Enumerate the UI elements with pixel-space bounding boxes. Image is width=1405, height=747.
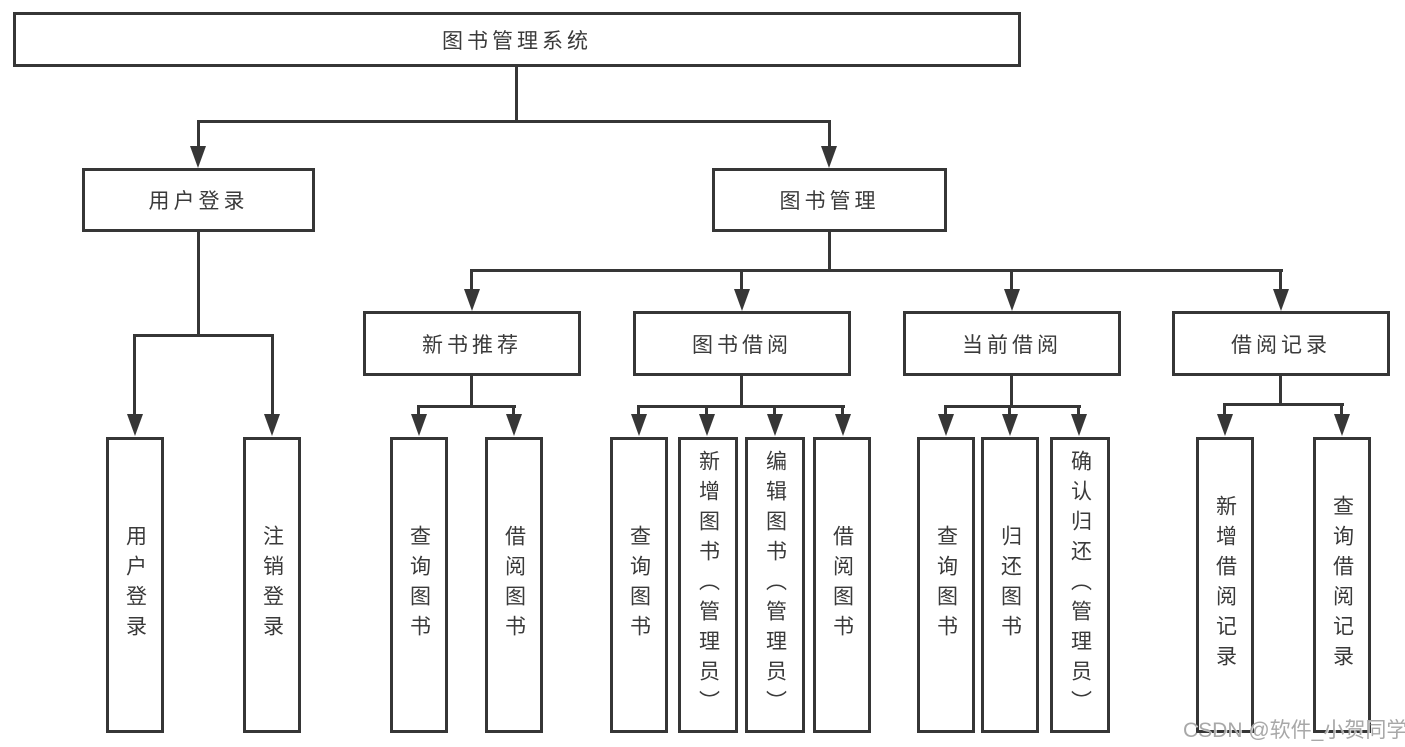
arrow-down-icon — [464, 289, 480, 311]
connector-drop — [944, 405, 947, 418]
connector-stub — [1279, 376, 1282, 406]
node-label: 图书管理 — [779, 190, 880, 213]
leaf-label: 注销登录 — [260, 525, 284, 645]
connector-bookmgmt-stub — [828, 232, 831, 272]
leaf-add-borrow-record: 新增借阅记录 — [1196, 437, 1254, 733]
leaf-query-books-recommend: 查询图书 — [390, 437, 448, 733]
connector-stub — [470, 376, 473, 408]
connector-userlogin-stub — [197, 232, 200, 336]
connector-bar — [637, 405, 845, 408]
leaf-label: 查询借阅记录 — [1330, 495, 1354, 675]
watermark: CSDN @软件_小贺同学 — [1183, 719, 1405, 742]
connector-drop — [271, 334, 274, 418]
node-label: 借阅记录 — [1231, 333, 1331, 357]
node-book-borrow: 图书借阅 — [633, 311, 851, 376]
connector-drop — [705, 405, 708, 418]
connector-drop — [1010, 269, 1013, 293]
arrow-down-icon — [127, 414, 143, 436]
arrow-down-icon — [264, 414, 280, 436]
connector-root-stub — [515, 67, 518, 121]
node-label: 用户登录 — [148, 190, 249, 213]
node-borrow-records: 借阅记录 — [1172, 311, 1390, 376]
connector-drop — [133, 334, 136, 418]
connector-drop — [470, 269, 473, 293]
leaf-logout: 注销登录 — [243, 437, 301, 733]
arrow-down-icon — [734, 289, 750, 311]
connector-stub — [740, 376, 743, 408]
arrow-down-icon — [1002, 414, 1018, 436]
connector-drop — [773, 405, 776, 418]
arrow-down-icon — [631, 414, 647, 436]
arrow-down-icon — [1273, 289, 1289, 311]
leaf-label: 新增图书（管理员） — [696, 450, 720, 720]
connector-drop — [197, 120, 200, 150]
leaf-return-books: 归还图书 — [981, 437, 1039, 733]
node-current-borrow: 当前借阅 — [903, 311, 1121, 376]
connector-drop — [740, 269, 743, 293]
arrow-down-icon — [938, 414, 954, 436]
connector-drop — [1077, 405, 1080, 418]
connector-userlogin-bar — [133, 334, 274, 337]
node-label: 图书管理系统 — [442, 29, 592, 53]
arrow-down-icon — [835, 414, 851, 436]
leaf-edit-books-admin: 编辑图书（管理员） — [745, 437, 805, 733]
connector-stub — [1010, 376, 1013, 408]
node-system-root: 图书管理系统 — [13, 12, 1021, 67]
connector-bar — [417, 405, 516, 408]
arrow-down-icon — [506, 414, 522, 436]
leaf-add-books-admin: 新增图书（管理员） — [678, 437, 738, 733]
connector-bookmgmt-bar — [471, 269, 1283, 272]
arrow-down-icon — [699, 414, 715, 436]
leaf-label: 借阅图书 — [830, 525, 854, 645]
connector-bar — [944, 405, 1081, 408]
node-label: 当前借阅 — [962, 333, 1062, 357]
arrow-down-icon — [821, 146, 837, 168]
node-label: 图书借阅 — [692, 333, 792, 357]
connector-drop — [1223, 403, 1226, 418]
leaf-label: 查询图书 — [627, 525, 651, 645]
connector-drop — [1279, 269, 1282, 293]
connector-drop — [1008, 405, 1011, 418]
node-label: 新书推荐 — [422, 333, 522, 357]
leaf-label: 编辑图书（管理员） — [763, 450, 787, 720]
leaf-label: 用户登录 — [123, 525, 147, 645]
node-new-book-recommend: 新书推荐 — [363, 311, 581, 376]
leaf-label: 确认归还（管理员） — [1068, 450, 1092, 720]
leaf-query-books-current: 查询图书 — [917, 437, 975, 733]
leaf-confirm-return-admin: 确认归还（管理员） — [1050, 437, 1110, 733]
leaf-user-login: 用户登录 — [106, 437, 164, 733]
leaf-label: 借阅图书 — [502, 525, 526, 645]
arrow-down-icon — [1071, 414, 1087, 436]
leaf-label: 查询图书 — [407, 525, 431, 645]
leaf-borrow-books-recommend: 借阅图书 — [485, 437, 543, 733]
arrow-down-icon — [767, 414, 783, 436]
leaf-borrow-books: 借阅图书 — [813, 437, 871, 733]
connector-drop — [1340, 403, 1343, 418]
leaf-label: 归还图书 — [998, 525, 1022, 645]
connector-drop — [512, 405, 515, 418]
arrow-down-icon — [190, 146, 206, 168]
connector-drop — [417, 405, 420, 418]
node-user-login: 用户登录 — [82, 168, 315, 232]
leaf-query-borrow-record: 查询借阅记录 — [1313, 437, 1371, 733]
connector-root-bar — [197, 120, 831, 123]
connector-drop — [637, 405, 640, 418]
arrow-down-icon — [1217, 414, 1233, 436]
connector-bar — [1223, 403, 1344, 406]
arrow-down-icon — [411, 414, 427, 436]
connector-drop — [841, 405, 844, 418]
node-book-management: 图书管理 — [712, 168, 947, 232]
leaf-query-books-borrow: 查询图书 — [610, 437, 668, 733]
connector-drop — [828, 120, 831, 150]
leaf-label: 新增借阅记录 — [1213, 495, 1237, 675]
arrow-down-icon — [1004, 289, 1020, 311]
arrow-down-icon — [1334, 414, 1350, 436]
leaf-label: 查询图书 — [934, 525, 958, 645]
